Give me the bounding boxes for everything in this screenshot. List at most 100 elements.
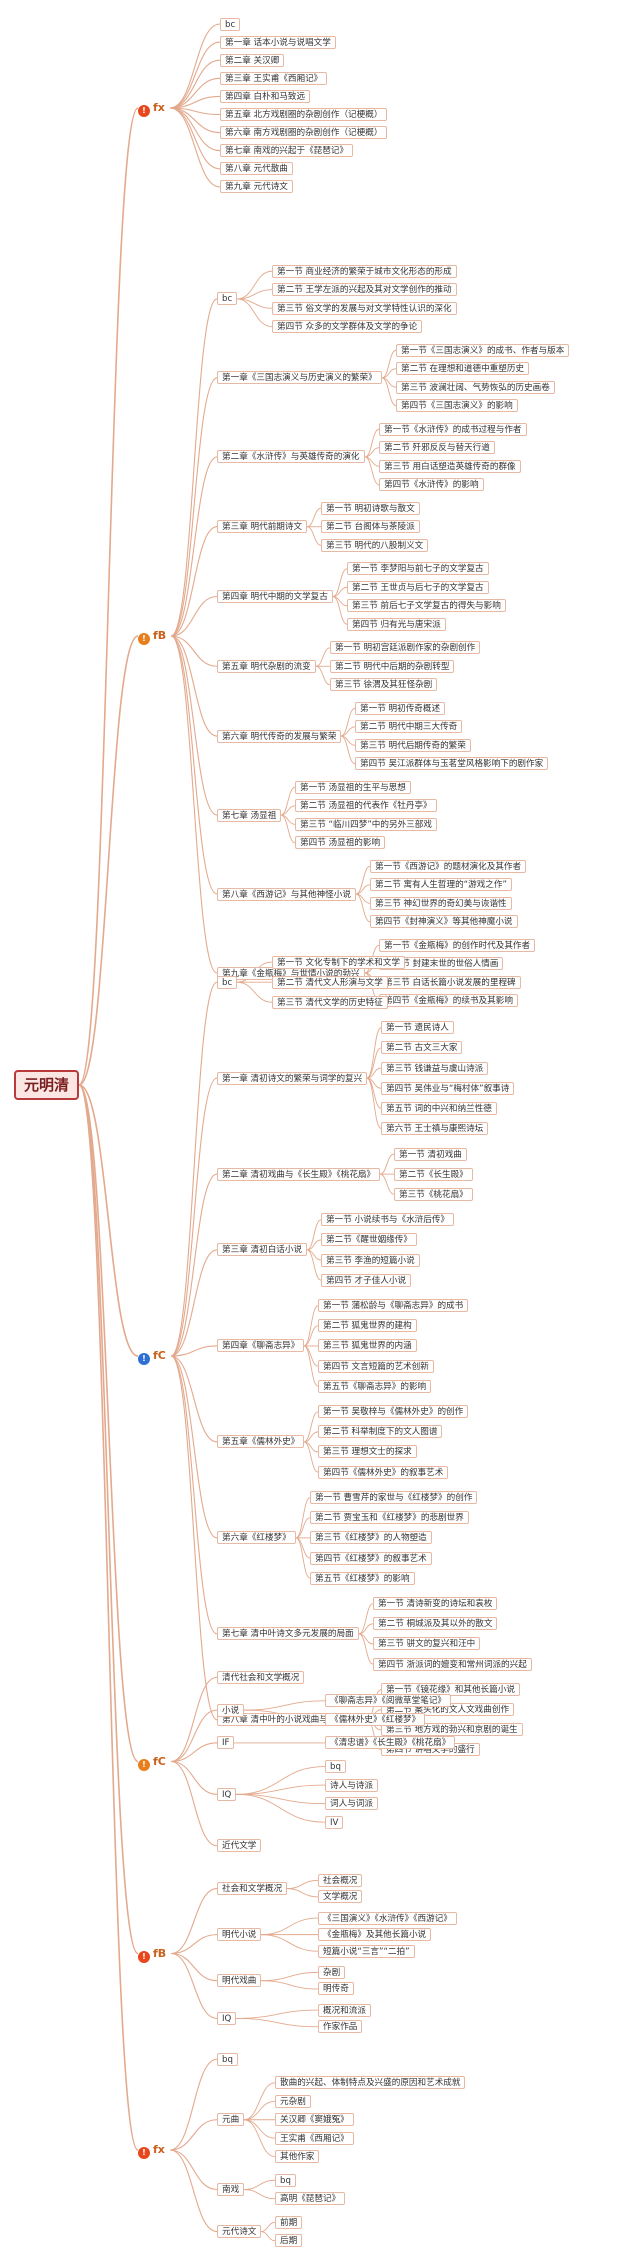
leaf-node[interactable]: 第三节 “临川四梦”中的另外三部戏 (295, 817, 437, 831)
leaf-node[interactable]: 第二节 明代中期三大传奇 (355, 720, 463, 734)
leaf-node[interactable]: bq (325, 1760, 346, 1774)
root-node[interactable]: 元明清 (14, 1070, 80, 1100)
leaf-node[interactable]: 第四节 归有光与唐宋派 (347, 617, 446, 631)
leaf-node[interactable]: 第一节 遗民诗人 (381, 1021, 454, 1035)
branch-node[interactable]: bc (217, 975, 238, 989)
leaf-node[interactable]: 后期 (275, 2234, 303, 2248)
leaf-node[interactable]: 第二节 歼邪反反与替天行道 (379, 441, 495, 455)
branch-node[interactable]: bc (217, 292, 238, 306)
leaf-node[interactable]: 前期 (275, 2215, 303, 2229)
branch-node[interactable]: 第八章 元代散曲 (220, 162, 293, 176)
leaf-node[interactable]: 第一节 吴敬梓与《儒林外史》的创作 (318, 1405, 469, 1419)
branch-node[interactable]: 第三章 清初白话小说 (217, 1243, 308, 1257)
leaf-node[interactable]: 第四节《金瓶梅》的续书及其影响 (379, 994, 518, 1008)
leaf-node[interactable]: 文学概况 (318, 1890, 363, 1904)
leaf-node[interactable]: 《聊斋志异》《阅微草堂笔记》 (325, 1694, 452, 1708)
leaf-node[interactable]: 第二节 狐鬼世界的建构 (318, 1319, 417, 1333)
branch-node[interactable]: 社会和文学概况 (217, 1882, 288, 1896)
branch-node[interactable]: 第七章 南戏的兴起于《琵琶记》 (220, 144, 354, 158)
branch-node[interactable]: 第六章 南方戏剧圈的杂剧创作（记梗概） (220, 126, 388, 140)
leaf-node[interactable]: 第二节 明代中后期的杂剧转型 (330, 659, 455, 673)
part-node[interactable]: !fx (138, 2141, 168, 2159)
leaf-node[interactable]: 第二节 清代文人形演与文学 (272, 975, 388, 989)
branch-node[interactable]: 第八章《西游记》与其他神怪小说 (217, 887, 356, 901)
branch-node[interactable]: 第九章 元代诗文 (220, 180, 293, 194)
branch-node[interactable]: 清代社会和文学概况 (217, 1670, 305, 1684)
branch-node[interactable]: bc (220, 17, 241, 31)
part-node[interactable]: !fB (138, 1944, 170, 1963)
branch-node[interactable]: 第四章《聊斋志异》 (217, 1339, 305, 1353)
leaf-node[interactable]: 第一节 清诗新变的诗坛和袁枚 (373, 1597, 498, 1611)
leaf-node[interactable]: 王实甫《西厢记》 (275, 2131, 354, 2145)
leaf-node[interactable]: 第四节 汤显祖的影响 (295, 836, 386, 850)
part-node[interactable]: !fB (138, 627, 170, 645)
branch-node[interactable]: 第二章《水浒传》与英雄传奇的演化 (217, 450, 365, 464)
leaf-node[interactable]: 第三节 明代的八股制义文 (321, 538, 429, 552)
leaf-node[interactable]: 第二节 王学左派的兴起及其对文学创作的推动 (272, 283, 457, 297)
branch-node[interactable]: 第一章 话本小说与说唱文学 (220, 35, 336, 49)
leaf-node[interactable]: 第二节 台阁体与茶陵派 (321, 520, 420, 534)
branch-node[interactable]: 近代文学 (217, 1839, 262, 1853)
leaf-node[interactable]: 第三节 俗文学的发展与对文学特性认识的深化 (272, 301, 457, 315)
leaf-node[interactable]: 第三节 明代后期传奇的繁荣 (355, 738, 471, 752)
leaf-node[interactable]: 《三国演义》《水浒传》《西游记》 (318, 1911, 457, 1925)
leaf-node[interactable]: 诗人与诗派 (325, 1778, 378, 1792)
leaf-node[interactable]: 第一节 清初戏曲 (394, 1147, 467, 1161)
leaf-node[interactable]: 第一节《金瓶梅》的创作时代及其作者 (379, 938, 536, 952)
branch-node[interactable]: IQ (217, 1787, 237, 1801)
leaf-node[interactable]: 第四节《封神演义》等其他神魔小说 (370, 915, 518, 929)
leaf-node[interactable]: 《金瓶梅》及其他长篇小说 (318, 1928, 432, 1942)
leaf-node[interactable]: 第一节 文化专制下的学术和文学 (272, 955, 406, 969)
leaf-node[interactable]: 杂剧 (318, 1965, 346, 1979)
leaf-node[interactable]: 明传奇 (318, 1982, 354, 1996)
branch-node[interactable]: IQ (217, 2011, 237, 2025)
leaf-node[interactable]: 第三节 地方戏的勃兴和京剧的诞生 (381, 1723, 523, 1737)
leaf-node[interactable]: 第四节《三国志演义》的影响 (396, 399, 518, 413)
leaf-node[interactable]: 词人与词派 (325, 1797, 378, 1811)
leaf-node[interactable]: 《清忠谱》《长生殿》《桃花扇》 (325, 1736, 456, 1750)
leaf-node[interactable]: 第二节 寓有人生哲理的“游戏之作” (370, 878, 512, 892)
leaf-node[interactable]: 第四节《儒林外史》的叙事艺术 (318, 1465, 449, 1479)
leaf-node[interactable]: 《儒林外史》《红楼梦》 (325, 1712, 426, 1726)
leaf-node[interactable]: 概况和流派 (318, 2003, 371, 2017)
leaf-node[interactable]: IV (325, 1815, 344, 1829)
branch-node[interactable]: 第三章 王实甫《西厢记》 (220, 71, 328, 85)
leaf-node[interactable]: 第四节 众多的文学群体及文学的争论 (272, 320, 423, 334)
leaf-node[interactable]: 第四节《水浒传》的影响 (379, 478, 484, 492)
branch-node[interactable]: 第四章 白朴和马致远 (220, 89, 311, 103)
leaf-node[interactable]: 第一节 小说续书与《水浒后传》 (321, 1213, 455, 1227)
leaf-node[interactable]: 第三节 狐鬼世界的内涵 (318, 1339, 417, 1353)
branch-node[interactable]: 第二章 清初戏曲与《长生殿》《桃花扇》 (217, 1167, 381, 1181)
leaf-node[interactable]: 第五节《红楼梦》的影响 (310, 1571, 415, 1585)
branch-node[interactable]: 第七章 清中叶诗文多元发展的局面 (217, 1627, 359, 1641)
part-node[interactable]: !fC (138, 1347, 169, 1365)
branch-node[interactable]: 第六章 明代传奇的发展与繁荣 (217, 729, 342, 743)
leaf-node[interactable]: 第三节 李渔的短篇小说 (321, 1253, 420, 1267)
branch-node[interactable]: 第五章 北方戏剧圈的杂剧创作（记梗概） (220, 108, 388, 121)
leaf-node[interactable]: 作家作品 (318, 2020, 363, 2034)
leaf-node[interactable]: 第五节《聊斋志异》的影响 (318, 1379, 432, 1393)
leaf-node[interactable]: 第四节 才子佳人小说 (321, 1273, 412, 1287)
branch-node[interactable]: 南戏 (217, 2182, 245, 2196)
leaf-node[interactable]: 第四节《红楼梦》的叙事艺术 (310, 1551, 432, 1565)
branch-node[interactable]: 第一章 清初诗文的繁荣与词学的复兴 (217, 1071, 368, 1085)
leaf-node[interactable]: 第一节 明初诗歌与散文 (321, 501, 420, 515)
leaf-node[interactable]: 第一节 明初宫廷派剧作家的杂剧创作 (330, 641, 481, 655)
leaf-node[interactable]: 社会概况 (318, 1873, 363, 1887)
leaf-node[interactable]: 第三节 骈文的复兴和汪中 (373, 1637, 481, 1651)
branch-node[interactable]: bq (217, 2052, 238, 2066)
leaf-node[interactable]: 第二节 科举制度下的文人图谱 (318, 1425, 443, 1439)
branch-node[interactable]: 第五章 明代杂剧的流变 (217, 659, 316, 673)
leaf-node[interactable]: 第三节《红楼梦》的人物塑造 (310, 1531, 432, 1545)
leaf-node[interactable]: 第五节 词的中兴和纳兰性德 (381, 1101, 497, 1115)
branch-node[interactable]: 元代诗文 (217, 2225, 262, 2239)
leaf-node[interactable]: 第四节 吴伟业与“梅村体”叙事诗 (381, 1081, 515, 1095)
leaf-node[interactable]: 第一节 明初传奇概述 (355, 701, 446, 715)
leaf-node[interactable]: 第二节 贾宝玉和《红楼梦》的悲剧世界 (310, 1511, 469, 1525)
leaf-node[interactable]: 第一节 商业经济的繁荣于城市文化形态的形成 (272, 264, 457, 278)
leaf-node[interactable]: 第四节 浙派词的嬗变和常州词派的兴起 (373, 1657, 532, 1671)
leaf-node[interactable]: 第三节《桃花扇》 (394, 1187, 473, 1201)
leaf-node[interactable]: 第二节 封建末世的世俗人情画 (379, 957, 504, 971)
branch-node[interactable]: IF (217, 1736, 235, 1750)
leaf-node[interactable]: 散曲的兴起、体制特点及兴盛的原因和艺术成就 (275, 2076, 466, 2090)
